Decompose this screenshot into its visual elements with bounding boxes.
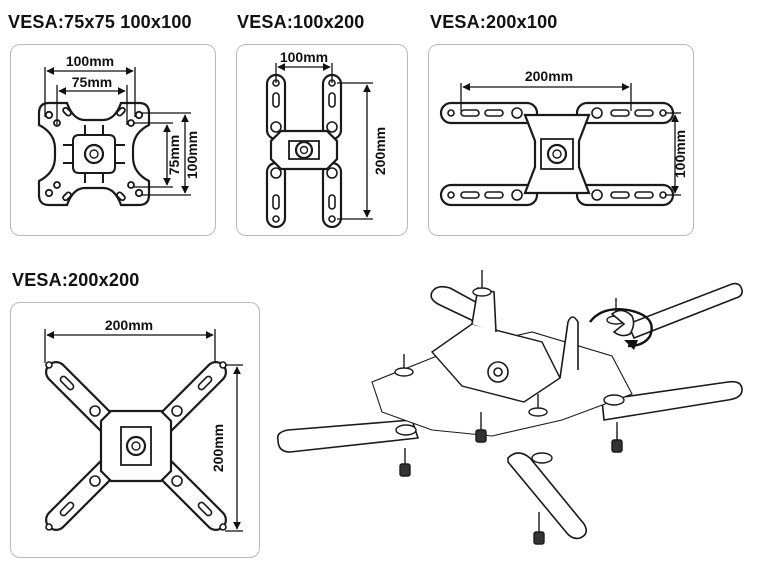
bolt-bottom-2	[399, 448, 411, 477]
width-inner-label: 75mm	[72, 74, 112, 90]
height-label: 200mm	[210, 424, 226, 472]
height-label: 200mm	[372, 127, 388, 175]
height-label: 100mm	[672, 130, 688, 178]
vesa-200-200-diagram: 200mm 200mm	[44, 317, 243, 532]
bolt-bottom-1	[475, 412, 487, 443]
assembly-arm-left	[276, 419, 420, 453]
center-cross	[72, 134, 116, 174]
rotation-arrow-icon	[589, 308, 653, 348]
vesa-100-200-panel: 100mm 200mm	[236, 44, 408, 236]
vesa-200-200-title: VESA:200x200	[12, 270, 140, 290]
width-label: 100mm	[280, 49, 328, 65]
assembly-arm-right	[601, 380, 743, 421]
height-outer-label: 100mm	[184, 131, 200, 179]
screw-top	[472, 270, 492, 297]
bolt-bottom-4	[533, 512, 545, 545]
vesa-75-100-diagram: 100mm 75mm 75mm 100mm	[37, 53, 200, 207]
width-label: 200mm	[105, 317, 153, 333]
assembly-arm-bottom	[507, 452, 588, 540]
assembly-illustration	[276, 270, 743, 545]
width-label: 200mm	[525, 68, 573, 84]
vesa-200-100-panel: 200mm 100mm	[428, 44, 694, 236]
vesa-75-100-title: VESA:75x75 100x100	[8, 12, 192, 32]
height-inner-label: 75mm	[166, 135, 182, 175]
wrench-icon	[610, 282, 743, 340]
vesa-75-100-panel: 100mm 75mm 75mm 100mm	[10, 44, 216, 236]
vesa-100-200-title: VESA:100x200	[237, 12, 365, 32]
center-hole	[83, 143, 105, 165]
vesa-200-100-diagram: 200mm 100mm	[439, 68, 688, 207]
screw-left	[394, 354, 414, 377]
screw-arm-bottom	[531, 452, 553, 464]
bolt-bottom-3	[611, 422, 623, 453]
screw-arm-right	[603, 394, 625, 406]
vesa-100-200-diagram: 100mm 200mm	[265, 49, 388, 229]
vesa-200-200-panel: 200mm 200mm	[10, 302, 260, 558]
vesa-200-100-title: VESA:200x100	[430, 12, 558, 32]
width-outer-label: 100mm	[66, 53, 114, 69]
screw-center	[528, 394, 548, 417]
screw-arm-left	[395, 424, 417, 436]
